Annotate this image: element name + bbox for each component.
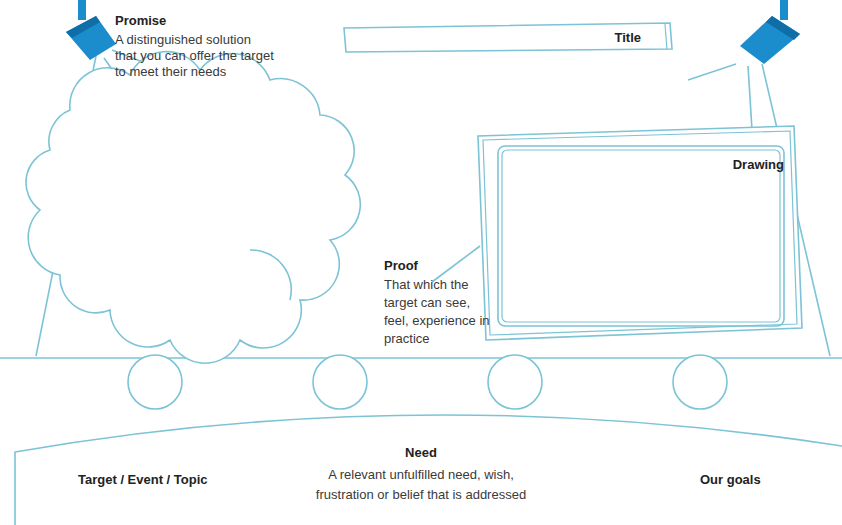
title-box: Title	[343, 22, 673, 52]
need-description: A relevant unfulfilled need, wish, frust…	[306, 465, 536, 505]
goals-heading: Our goals	[700, 471, 761, 488]
title-outline	[665, 24, 667, 50]
promise-cloud	[26, 52, 360, 364]
leader-line	[432, 246, 480, 282]
light-ray	[748, 66, 752, 130]
cloud-fold	[250, 250, 291, 300]
drawing-placeholder: Drawing	[733, 156, 784, 173]
frame-outline	[483, 131, 797, 335]
target-heading: Target / Event / Topic	[78, 471, 208, 488]
frame-inner	[502, 150, 780, 322]
heading: Promise	[115, 12, 166, 29]
frame-inner	[498, 146, 784, 326]
heading: Proof	[384, 257, 418, 274]
stage-floor	[0, 357, 842, 359]
light-ray	[688, 64, 736, 80]
stage-wheel	[128, 355, 182, 409]
title-outline	[344, 23, 672, 52]
spotlight-right	[740, 0, 800, 64]
need-heading: Need	[0, 444, 842, 461]
stage-wheel	[488, 355, 542, 409]
stage-wheel	[313, 355, 367, 409]
frame-outline	[478, 126, 802, 340]
description: A distinguished solution that you can of…	[115, 32, 275, 80]
drawing-frame: Drawing	[476, 124, 804, 344]
spotlight-left	[66, 0, 116, 60]
need-band: Target / Event / Topic Need A relevant unf…	[0, 395, 842, 525]
title-placeholder: Title	[615, 29, 642, 46]
description: That which the target can see, feel, exp…	[384, 276, 494, 348]
need-arc	[15, 415, 842, 525]
stage-wheel	[673, 355, 727, 409]
